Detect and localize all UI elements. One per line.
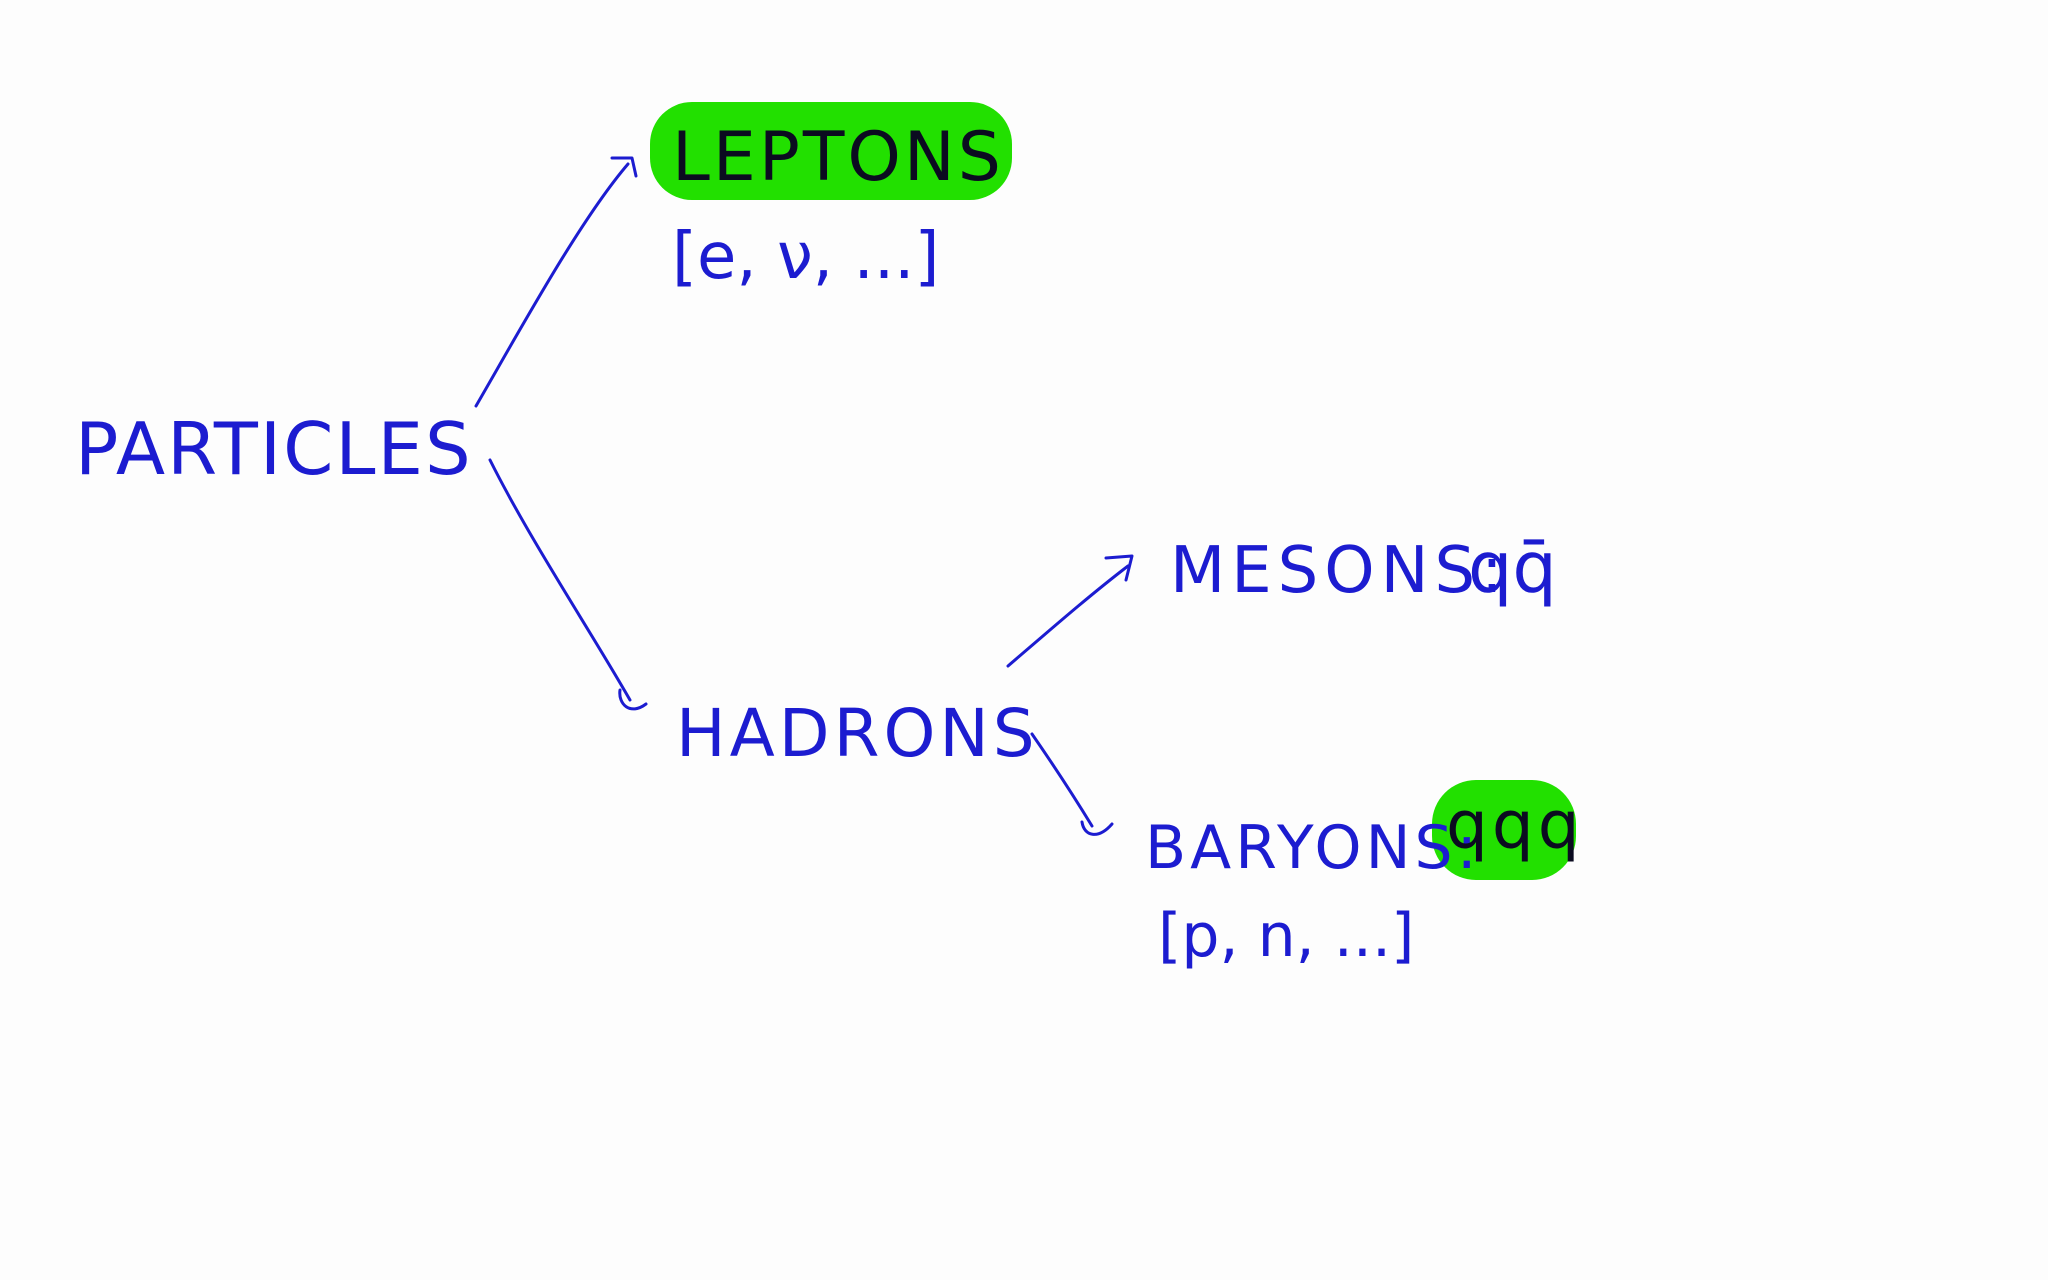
leptons-examples: [e, ν, ...]	[672, 220, 939, 294]
arrow-particles-to-leptons	[474, 162, 630, 408]
arrow-hadrons-to-mesons-head	[1104, 554, 1134, 582]
arrow-particles-to-hadrons	[488, 458, 632, 702]
leptons-highlight	[650, 102, 1012, 200]
arrow-hadrons-to-baryons	[1030, 732, 1094, 828]
arrow-hadrons-to-baryons-head	[1080, 820, 1114, 836]
node-particles: PARTICLES	[75, 407, 473, 491]
node-mesons: MESONS:	[1170, 534, 1509, 608]
baryons-quarks: qqq	[1446, 787, 1584, 864]
arrow-particles-to-hadrons-head	[618, 688, 648, 711]
node-leptons: LEPTONS	[672, 118, 1004, 197]
arrow-particles-to-leptons-head	[610, 156, 638, 178]
baryons-examples: [p, n, ...]	[1158, 901, 1414, 971]
arrow-hadrons-to-mesons	[1006, 564, 1130, 668]
node-baryons: BARYONS:	[1145, 813, 1481, 883]
baryons-quarks-highlight	[1432, 780, 1576, 880]
mesons-quarks: qq̄	[1468, 527, 1557, 609]
node-hadrons: HADRONS	[676, 695, 1039, 772]
